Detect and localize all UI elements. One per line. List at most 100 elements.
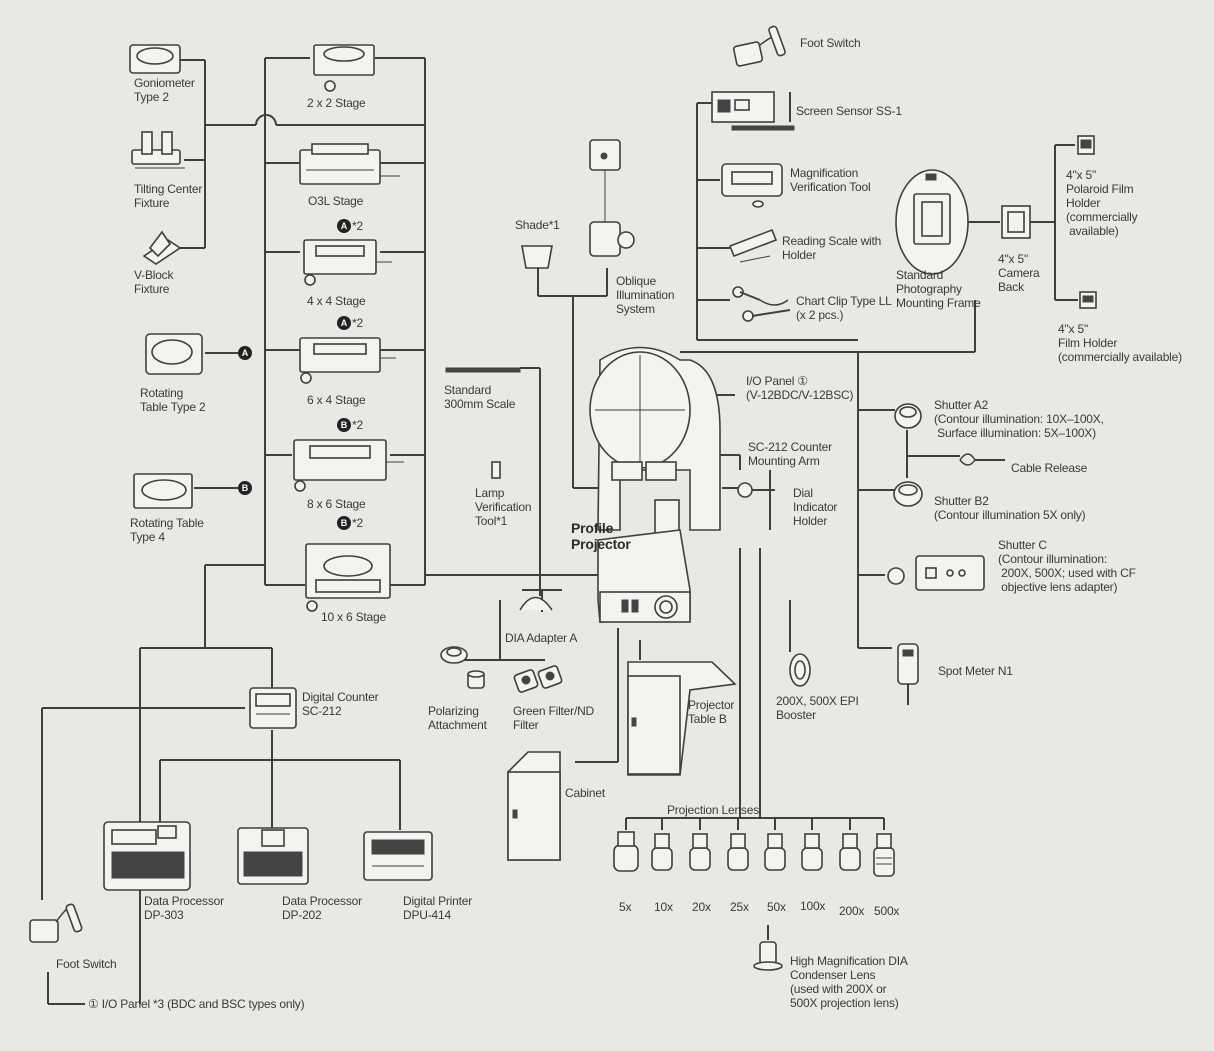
shade-icon (522, 246, 552, 268)
lens-label-50x: 50x (767, 900, 786, 914)
marker-b-8x6: B (337, 418, 351, 432)
lens-25x-icon (728, 834, 748, 870)
camera-back-icon (1002, 206, 1030, 238)
spot-meter-icon (898, 644, 918, 705)
stage-8x6-icon (294, 440, 404, 491)
chart-clip-label: Chart Clip Type LL (x 2 pcs.) (796, 294, 892, 322)
lens-label-25x: 25x (730, 900, 749, 914)
polarizing-attachment-icon (441, 647, 484, 688)
shutter-b2-icon (894, 482, 922, 506)
lens-label-500x: 500x (874, 904, 899, 918)
green-filter-icon (514, 665, 563, 693)
dp-202-label: Data Processor DP-202 (282, 894, 362, 922)
lens-label-200x: 200x (839, 904, 864, 918)
profile-projector-icon (590, 348, 720, 623)
stage-10x6-icon (306, 544, 390, 611)
epi-booster-label: 200X, 500X EPI Booster (776, 694, 859, 722)
marker-b-10x6: B (337, 516, 351, 530)
standard-scale-label: Standard 300mm Scale (444, 383, 515, 411)
dia-adapter-icon (520, 598, 552, 611)
reading-scale-label: Reading Scale with Holder (782, 234, 881, 262)
note-star2-6x4: *2 (352, 316, 363, 330)
shutter-c-icon (888, 556, 984, 590)
stage-4x4-icon (304, 240, 392, 285)
polaroid-film-holder-icon (1078, 136, 1094, 154)
screen-sensor-icon (712, 92, 794, 130)
projector-table-label: Projector Table B (688, 698, 734, 726)
stage-2x2-label: 2 x 2 Stage (307, 96, 366, 110)
shade-label: Shade*1 (515, 218, 560, 232)
stage-6x4-icon (300, 338, 396, 383)
projection-lenses-label: Projection Lenses (667, 803, 759, 817)
lamp-verification-tool-icon (492, 462, 500, 478)
cabinet-label: Cabinet (565, 786, 605, 800)
film-holder-label: 4"x 5" Film Holder (commercially availab… (1058, 322, 1182, 364)
stage-6x4-label: 6 x 4 Stage (307, 393, 366, 407)
digital-counter-label: Digital Counter SC-212 (302, 690, 378, 718)
note-star2-4x4: *2 (352, 219, 363, 233)
lens-label-10x: 10x (654, 900, 673, 914)
spot-meter-label: Spot Meter N1 (938, 664, 1013, 678)
cabinet-icon (508, 752, 560, 860)
lens-10x-icon (652, 834, 672, 870)
lens-500x-icon (874, 834, 894, 876)
tilting-center-label: Tilting Center Fixture (134, 182, 202, 210)
condenser-lens-icon (754, 942, 782, 970)
dial-holder-label: Dial Indicator Holder (793, 486, 837, 528)
cable-release-icon (960, 454, 1005, 465)
standard-scale-icon (446, 368, 520, 372)
foot-switch-top-label: Foot Switch (800, 36, 861, 50)
v-block-fixture-icon (144, 232, 180, 264)
stage-10x6-label: 10 x 6 Stage (321, 610, 386, 624)
std-photo-label: Standard Photography Mounting Frame (896, 268, 981, 310)
mag-tool-label: Magnification Verification Tool (790, 166, 870, 194)
stage-2x2-icon (314, 45, 374, 91)
dpu-414-icon (364, 832, 432, 880)
rotating-table-2-label: Rotating Table Type 2 (140, 386, 205, 414)
stage-4x4-label: 4 x 4 Stage (307, 294, 366, 308)
lens-200x-icon (840, 834, 860, 870)
v-block-label: V-Block Fixture (134, 268, 173, 296)
oblique-illumination-system-icon (590, 140, 634, 256)
io-panel-bottom-label: ① I/O Panel *3 (BDC and BSC types only) (88, 997, 304, 1011)
rotating-table-type-4-icon (134, 474, 192, 508)
lens-5x-icon (614, 832, 638, 871)
digital-counter-icon (250, 688, 296, 728)
screen-sensor-label: Screen Sensor SS-1 (796, 104, 902, 118)
shutter-b2-label: Shutter B2 (Contour illumination 5X only… (934, 494, 1085, 522)
magnification-verification-tool-icon (722, 164, 782, 207)
rotating-table-4-label: Rotating Table Type 4 (130, 516, 204, 544)
projection-lenses-icons (614, 832, 894, 876)
shutter-a2-icon (895, 404, 921, 428)
profile-projector-label: Profile Projector (571, 520, 631, 552)
lens-label-20x: 20x (692, 900, 711, 914)
oblique-label: Oblique Illumination System (616, 274, 674, 316)
io-panel-top-label: I/O Panel ① (V-12BDC/V-12BSC) (746, 374, 853, 402)
film-holder-icon (1080, 292, 1096, 308)
lens-100x-icon (802, 834, 822, 870)
dp-303-icon (104, 822, 190, 890)
polarizing-label: Polarizing Attachment (428, 704, 487, 732)
cable-release-label: Cable Release (1011, 461, 1087, 475)
dial-indicator-holder-icon (738, 470, 775, 530)
lens-20x-icon (690, 834, 710, 870)
lens-50x-icon (765, 834, 785, 870)
photography-frame-icon (896, 170, 968, 274)
sc212-arm-label: SC-212 Counter Mounting Arm (748, 440, 832, 468)
goniometer-label: Goniometer Type 2 (134, 76, 195, 104)
green-filter-label: Green Filter/ND Filter (513, 704, 594, 732)
lamp-tool-label: Lamp Verification Tool*1 (475, 486, 531, 528)
dpu-414-label: Digital Printer DPU-414 (403, 894, 472, 922)
condenser-lens-label: High Magnification DIA Condenser Lens (u… (790, 954, 908, 1010)
foot-switch-bottom-icon (30, 903, 83, 942)
rotating-table-type-2-icon (146, 334, 202, 374)
epi-booster-icon (790, 654, 810, 686)
stage-o3l-label: O3L Stage (308, 194, 363, 208)
camera-back-label: 4"x 5" Camera Back (998, 252, 1039, 294)
lens-label-5x: 5x (619, 900, 631, 914)
marker-b-rotating-4: B (238, 481, 252, 495)
reading-scale-icon (730, 230, 776, 262)
marker-a-rotating-2: A (238, 346, 252, 360)
tilting-center-fixture-icon (132, 132, 185, 168)
